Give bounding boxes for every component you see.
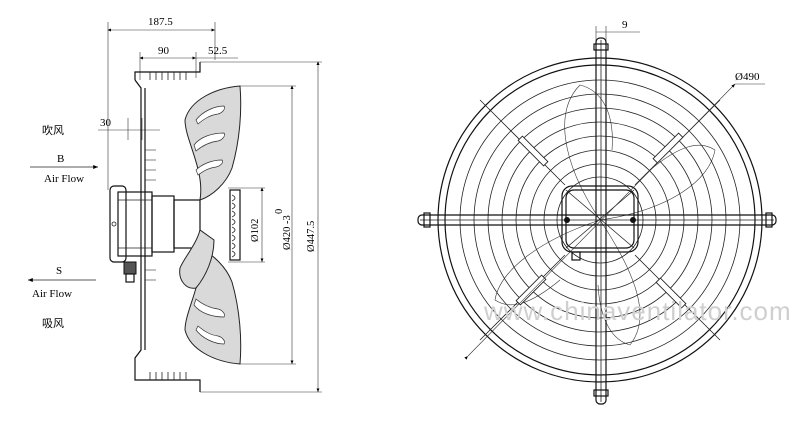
suck-airflow-label: Air Flow (32, 288, 72, 300)
suck-code: S (56, 265, 62, 277)
hub (173, 189, 241, 261)
blow-cn-label: 吹风 (42, 124, 64, 137)
diameter-dimensions: Ø102 0 Ø420 -3 Ø447.5 (200, 61, 322, 393)
front-view: 9 (417, 19, 792, 405)
depth-dimensions: 187.5 90 52.5 30 (98, 16, 238, 190)
suck-cn-label: 吸风 (42, 317, 64, 330)
dim-blade-dia: Ø420 -3 (282, 215, 293, 250)
dim-mount-depth: 90 (158, 45, 170, 57)
guard-diameter-callout: Ø490 (464, 71, 765, 360)
blow-code: B (57, 153, 64, 165)
airflow-legend: 吹风 B Air Flow S Air Flow 吸风 (27, 124, 98, 330)
dim-bracket-width: 9 (622, 19, 628, 31)
dim-guard-dia: Ø490 (735, 71, 760, 83)
watermark-text: www.chinaventilator.com (483, 296, 792, 326)
side-view: 187.5 90 52.5 30 (27, 16, 322, 393)
dim-hub-dia: Ø102 (250, 219, 261, 242)
dim-flange-offset: 52.5 (208, 45, 228, 57)
dim-motor-offset: 30 (100, 117, 112, 129)
dim-housing-dia: Ø447.5 (306, 221, 317, 252)
blow-airflow-label: Air Flow (44, 173, 84, 185)
motor (109, 185, 175, 283)
dim-overall-depth: 187.5 (148, 16, 173, 28)
dim-zero: 0 (274, 209, 285, 214)
housing-rim (134, 62, 201, 392)
fan-blades (179, 85, 242, 365)
